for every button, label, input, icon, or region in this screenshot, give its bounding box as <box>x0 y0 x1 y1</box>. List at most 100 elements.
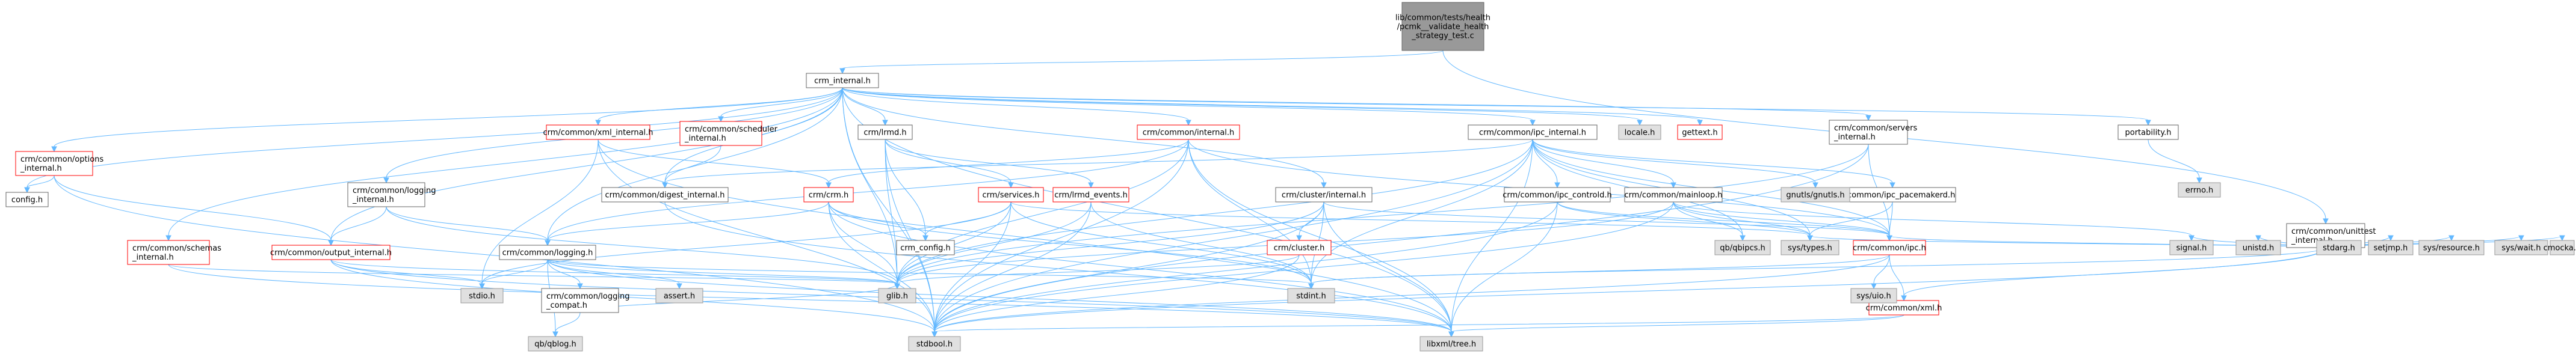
node-box <box>15 151 93 176</box>
node-ipc-pacemakerd[interactable]: crm/common/ipc_pacemakerd.h <box>1829 187 1956 203</box>
node-label: _compat.h <box>546 301 587 310</box>
node-label: crm_internal.h <box>814 77 871 86</box>
edge-crm-to-logging <box>545 201 829 246</box>
edge-xml-to-stdbool <box>931 314 1904 338</box>
node-config[interactable]: config.h <box>5 192 49 207</box>
node-box <box>1853 240 1926 255</box>
node-lrmd[interactable]: crm/lrmd.h <box>857 124 913 140</box>
node-scheduler-internal[interactable]: crm/common/scheduler_internal.h <box>679 121 778 146</box>
edge-crm_internal-to-portability <box>842 87 2151 126</box>
node-root[interactable]: lib/common/tests/health/pcmk__validate_h… <box>1395 2 1490 51</box>
edge-options_internal-to-output_internal <box>54 175 334 246</box>
node-box <box>528 336 583 352</box>
node-label: qb/qblog.h <box>534 340 576 349</box>
node-box <box>1468 124 1598 140</box>
node-crm-config[interactable]: crm_config.h <box>896 240 955 255</box>
edge-lrmd-to-services <box>885 139 1014 189</box>
edge-digest_internal-to-libxml <box>664 201 1454 338</box>
node-stdbool[interactable]: stdbool.h <box>908 336 961 352</box>
node-box <box>1287 288 1335 304</box>
node-options-internal[interactable]: crm/common/options_internal.h <box>15 151 103 176</box>
node-box <box>1137 124 1240 140</box>
node-logging[interactable]: crm/common/logging.h <box>499 245 596 260</box>
node-label: crm/services.h <box>982 191 1039 200</box>
edge-ipc_controld-to-libxml <box>1448 201 1558 338</box>
node-common-internal[interactable]: crm/common/internal.h <box>1137 124 1240 140</box>
node-errno[interactable]: errno.h <box>2178 182 2221 198</box>
node-label: crm/common/logging <box>546 292 629 301</box>
node-xml-internal[interactable]: crm/common/xml_internal.h <box>543 124 653 140</box>
node-box <box>1618 124 1661 140</box>
node-label: crm/common/logging.h <box>502 249 593 258</box>
node-digest-internal[interactable]: crm/common/digest_internal.h <box>601 187 729 203</box>
node-ipc-internal[interactable]: crm/common/ipc_internal.h <box>1468 124 1598 140</box>
node-portability[interactable]: portability.h <box>2117 124 2179 140</box>
node-box <box>2235 240 2281 255</box>
node-crm[interactable]: crm/crm.h <box>803 187 854 203</box>
edge-lrmd-to-lrmd_events <box>885 139 1094 189</box>
node-label: crm/common/xml_internal.h <box>543 129 653 138</box>
node-ipc-controld[interactable]: crm/common/ipc_controld.h <box>1503 187 1612 203</box>
node-ipc[interactable]: crm/common/ipc.h <box>1853 240 1926 255</box>
node-label: _internal.h <box>684 134 726 143</box>
edge-unittest_internal-to-stdint <box>1308 247 2326 290</box>
node-unistd[interactable]: unistd.h <box>2235 240 2281 255</box>
node-locale[interactable]: locale.h <box>1618 124 1661 140</box>
node-schemas-internal[interactable]: crm/common/schemas_internal.h <box>127 240 221 265</box>
node-qbipcs[interactable]: qb/qbipcs.h <box>1714 240 1771 255</box>
node-box <box>1267 240 1332 255</box>
node-box <box>2418 240 2485 255</box>
node-libxml[interactable]: libxml/tree.h <box>1419 336 1483 352</box>
node-box <box>601 187 729 203</box>
node-stdint[interactable]: stdint.h <box>1287 288 1335 304</box>
node-stdio[interactable]: stdio.h <box>460 288 504 304</box>
node-logging-compat[interactable]: crm/common/logging_compat.h <box>541 288 629 313</box>
edge-crm_internal-to-schemas_internal <box>165 87 843 242</box>
node-label: sys/resource.h <box>2423 244 2480 253</box>
node-stdarg[interactable]: stdarg.h <box>2316 240 2362 255</box>
node-crm-internal[interactable]: crm_internal.h <box>806 73 879 88</box>
node-label: crm_config.h <box>900 244 951 253</box>
node-mainloop[interactable]: crm/common/mainloop.h <box>1624 187 1723 203</box>
node-syswait[interactable]: sys/wait.h <box>2494 240 2548 255</box>
edge-xml_internal-to-crm <box>598 139 832 189</box>
node-systypes[interactable]: sys/types.h <box>1781 240 1839 255</box>
node-box <box>1624 187 1723 203</box>
node-cluster[interactable]: crm/cluster.h <box>1267 240 1332 255</box>
node-cmocka[interactable]: cmocka.h <box>2544 240 2576 255</box>
node-box <box>2178 182 2221 198</box>
node-label: crm/common/internal.h <box>1143 129 1235 138</box>
node-label: crm/common/logging <box>353 186 436 195</box>
node-output-internal[interactable]: crm/common/output_internal.h <box>270 245 392 260</box>
node-label: setjmp.h <box>2374 244 2408 253</box>
edge-lrmd-to-glib <box>885 139 900 290</box>
edge-xml-to-libxml <box>1448 314 1904 338</box>
node-gnutls[interactable]: gnutls/gnutls.h <box>1781 187 1850 203</box>
node-label: crm/cluster.h <box>1274 244 1325 253</box>
node-sysresource[interactable]: sys/resource.h <box>2418 240 2485 255</box>
node-sysuio[interactable]: sys/uio.h <box>1850 288 1897 304</box>
node-setjmp[interactable]: setjmp.h <box>2368 240 2414 255</box>
node-qblog[interactable]: qb/qblog.h <box>528 336 583 352</box>
edge-crm_internal-to-lrmd <box>842 87 888 126</box>
node-label: /pcmk__validate_health <box>1397 23 1489 32</box>
edges <box>24 50 2565 338</box>
edge-services-to-stdio <box>479 201 1012 290</box>
node-assert[interactable]: assert.h <box>655 288 703 304</box>
node-box <box>127 240 210 265</box>
node-box <box>857 124 913 140</box>
node-glib[interactable]: glib.h <box>878 288 916 304</box>
node-servers-internal[interactable]: crm/common/servers_internal.h <box>1829 120 1917 145</box>
node-gettext[interactable]: gettext.h <box>1677 124 1723 140</box>
node-signal[interactable]: signal.h <box>2169 240 2214 255</box>
node-box <box>1677 124 1723 140</box>
node-services[interactable]: crm/services.h <box>978 187 1044 203</box>
node-logging-internal[interactable]: crm/common/logging_internal.h <box>347 182 436 207</box>
edge-logging_compat-to-qblog <box>552 312 581 338</box>
node-cluster-internal[interactable]: crm/cluster/internal.h <box>1275 187 1373 203</box>
edge-crm_internal-to-ipc_internal <box>842 87 1536 126</box>
edge-ipc_internal-to-gnutls <box>1532 139 1818 189</box>
node-lrmd-events[interactable]: crm/lrmd_events.h <box>1052 187 1129 203</box>
edge-crm_internal-to-common_internal <box>842 87 1191 126</box>
